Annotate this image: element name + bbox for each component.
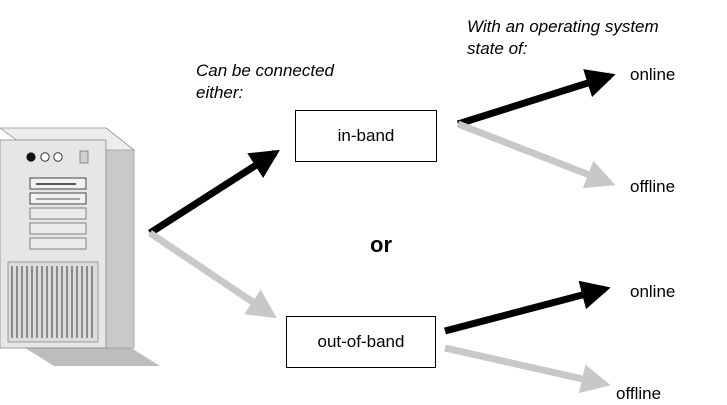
arrow-in-band-to-offline [456,120,616,189]
arrow-out-of-band-to-offline [444,344,611,394]
state-in-band-online: online [630,65,676,84]
tower-server-icon [0,127,160,366]
os-state-note-line1: With an operating system [467,17,659,36]
out-of-band-box: out-of-band [286,316,436,368]
state-out-of-band-offline: offline [616,384,662,403]
or-separator: or [370,232,392,257]
out-of-band-label: out-of-band [317,332,405,351]
connect-note-line1: Can be connected [196,61,334,80]
state-out-of-band-online: online [630,282,676,301]
arrow-out-of-band-to-online [444,280,611,335]
state-in-band-offline: offline [630,177,676,196]
arrow-server-to-out-of-band [148,230,277,319]
connect-note-line2: either: [196,83,244,102]
arrow-server-to-in-band [148,149,280,236]
in-band-label: in-band [337,126,395,145]
in-band-box: in-band [295,110,437,162]
arrow-in-band-to-online [456,69,616,128]
os-state-note-line2: state of: [467,39,528,58]
